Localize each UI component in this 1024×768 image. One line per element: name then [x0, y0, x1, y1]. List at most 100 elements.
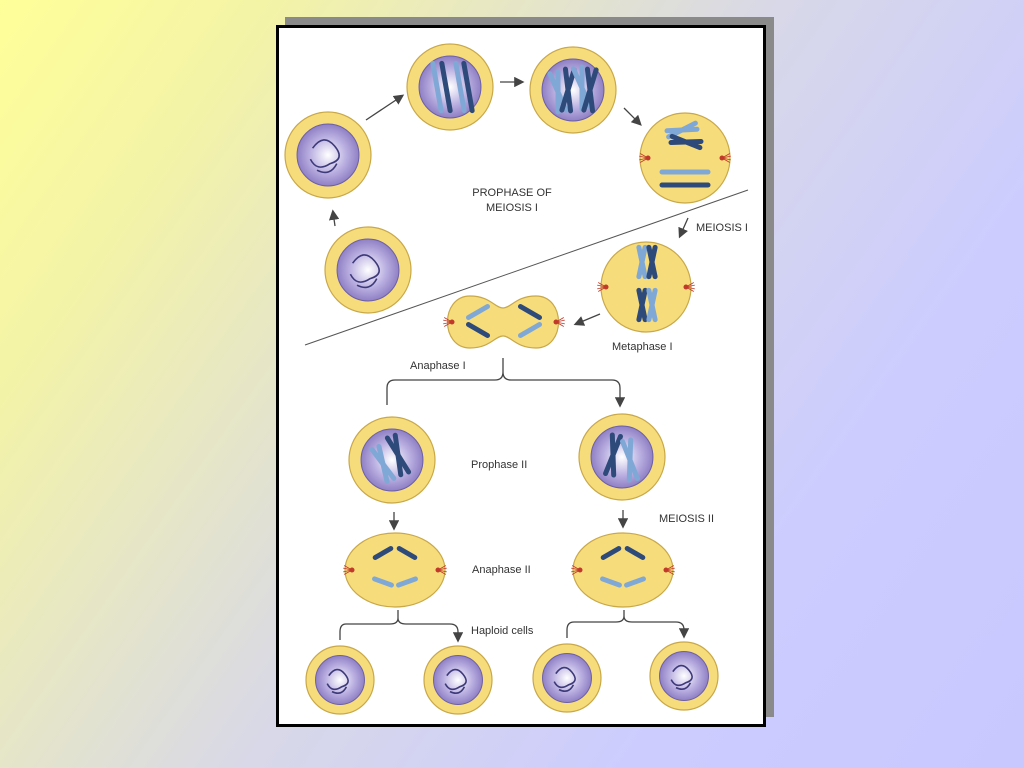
chromosome — [646, 244, 658, 280]
cell-membrane — [639, 112, 731, 204]
meiosis-divider-line — [304, 189, 749, 346]
label-prophase-of: PROPHASE OF — [472, 187, 552, 199]
aster-ray — [437, 565, 446, 571]
aster-ray — [598, 286, 607, 292]
label-meiosis-i-prophase: MEIOSIS I — [486, 202, 538, 214]
chromosome — [646, 287, 658, 323]
cell-membrane — [344, 532, 446, 608]
aster-ray — [555, 319, 565, 323]
nucleus — [315, 655, 365, 705]
label-prophase-ii: Prophase II — [471, 459, 527, 471]
chromosome — [396, 546, 418, 560]
chromosome — [600, 576, 622, 588]
aster-ray — [437, 567, 447, 571]
arrow-split-left — [339, 610, 458, 640]
aster-ray — [665, 567, 675, 571]
chromosome — [559, 67, 577, 113]
chromosome — [517, 322, 543, 338]
aster-ray — [721, 153, 730, 159]
chromosome — [376, 443, 390, 485]
nucleus — [542, 653, 592, 703]
cell-anaphase-ii-right — [571, 532, 675, 608]
nucleus — [360, 428, 424, 492]
aster-ray — [437, 569, 447, 573]
label-anaphase-ii: Anaphase II — [472, 564, 531, 576]
cell-anaphase-i — [443, 295, 565, 349]
aster-ray — [572, 569, 581, 575]
chromatin — [326, 668, 349, 694]
arrow-2 — [365, 94, 405, 121]
label-haploid-cells: Haploid cells — [471, 625, 534, 637]
label-meiosis-ii: MEIOSIS II — [659, 513, 714, 525]
chromatin — [670, 664, 693, 690]
aster-ray — [597, 286, 607, 290]
aster-ray — [640, 153, 649, 159]
aster-ray — [665, 565, 674, 571]
chromosome — [372, 576, 394, 588]
cell-zygotene — [284, 111, 372, 199]
aster-ray — [343, 569, 353, 573]
aster-ray — [344, 569, 353, 575]
aster-ray — [598, 282, 607, 288]
chromosome — [636, 287, 648, 323]
nucleus — [659, 651, 709, 701]
aster-ray — [443, 321, 453, 325]
aster-ray — [665, 569, 675, 573]
aster-ray — [571, 567, 581, 571]
aster-ray — [344, 565, 353, 571]
aster-ray — [721, 157, 731, 161]
chromosome — [396, 576, 418, 588]
chromosome — [465, 304, 491, 320]
aster-ray — [572, 565, 581, 571]
nucleus — [296, 123, 360, 187]
haploid-cell-4 — [649, 641, 719, 711]
chromosome — [453, 60, 467, 114]
chromatin — [553, 666, 576, 692]
nucleus — [433, 655, 483, 705]
chromosome — [624, 576, 646, 588]
chromosome — [581, 67, 599, 113]
chromatin — [309, 139, 340, 174]
aster-ray — [721, 155, 731, 159]
haploid-cell-3 — [532, 643, 602, 713]
aster-ray — [443, 319, 453, 323]
cell-diplotene — [529, 46, 617, 134]
chromosome — [517, 304, 543, 320]
cell-membrane — [600, 241, 692, 333]
chromosome — [669, 133, 703, 151]
aster-ray — [555, 317, 564, 323]
arrow-4 — [623, 107, 642, 126]
chromosome — [465, 322, 491, 338]
cell-pachytene — [406, 43, 494, 131]
cell-prophase-ii-right — [578, 413, 666, 501]
label-anaphase-i: Anaphase I — [410, 360, 466, 372]
aster-ray — [640, 157, 649, 163]
chromosome — [430, 60, 444, 114]
aster-ray — [444, 321, 453, 327]
aster-ray — [665, 569, 674, 575]
chromosome — [461, 60, 475, 114]
cell-membrane — [572, 532, 674, 608]
chromosome — [626, 437, 634, 483]
label-metaphase-i: Metaphase I — [612, 341, 673, 353]
aster-ray — [685, 286, 695, 290]
aster-ray — [597, 284, 607, 288]
aster-ray — [639, 155, 649, 159]
arrow-split-right — [566, 610, 684, 638]
aster-ray — [444, 317, 453, 323]
aster-ray — [685, 284, 695, 288]
chromatin — [349, 254, 380, 289]
chromosome — [392, 432, 404, 478]
chromosome — [372, 546, 394, 560]
cell-leptotene — [324, 226, 412, 314]
arrow-6 — [573, 313, 601, 326]
cell-diakinesis — [639, 112, 731, 204]
arrow-anaphase-split — [386, 358, 620, 405]
aster-ray — [437, 569, 446, 575]
aster-ray — [571, 569, 581, 573]
cell-membrane — [447, 295, 559, 349]
arrow-1 — [328, 209, 340, 227]
aster-ray — [721, 157, 730, 163]
haploid-cell-1 — [305, 645, 375, 715]
